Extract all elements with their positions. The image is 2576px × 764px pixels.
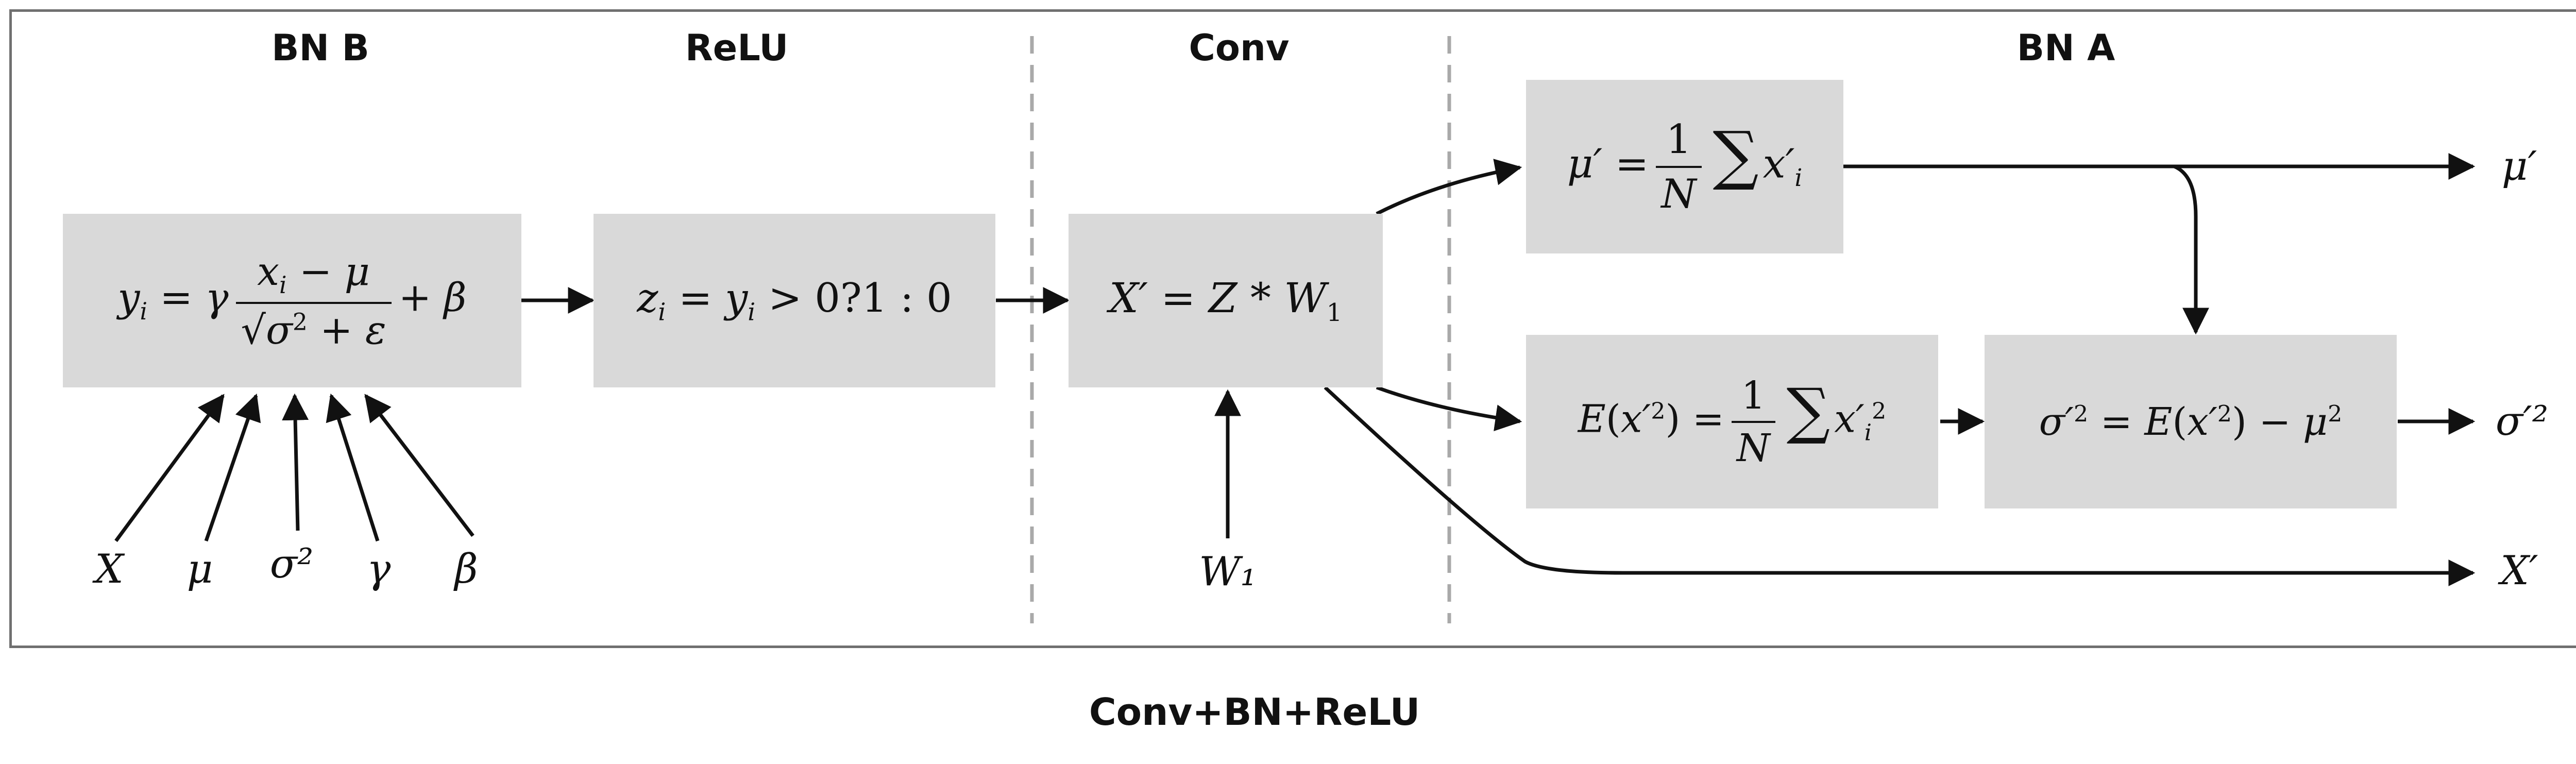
arrow-mean-to-variance xyxy=(2173,164,2209,335)
input-w1-label: W₁ xyxy=(1199,549,1257,595)
output-sigma-prime-sq-label: σ′² xyxy=(2495,398,2549,445)
section-title-bn-b: BN B xyxy=(272,27,369,69)
arrow-mu-to-bnb xyxy=(204,393,261,542)
variance-box: σ′2 = E(x′2) − μ2 xyxy=(1985,335,2397,508)
relu-box: zi = yi > 0?1 : 0 xyxy=(594,214,995,387)
diagram-caption: Conv+BN+ReLU xyxy=(1089,690,1420,734)
conv-box: X′ = Z * W1 xyxy=(1069,214,1383,387)
input-mu-label: μ xyxy=(187,546,213,592)
arrow-conv-to-xprime xyxy=(1324,386,2476,586)
variance-formula: σ′2 = E(x′2) − μ2 xyxy=(2039,399,2343,444)
section-title-bn-a: BN A xyxy=(2016,27,2115,69)
input-gamma-label: γ xyxy=(366,546,391,592)
output-x-prime-label: X′ xyxy=(2500,548,2538,594)
relu-formula: zi = yi > 0?1 : 0 xyxy=(637,275,952,327)
section-title-relu: ReLU xyxy=(685,27,789,69)
input-beta-label: β xyxy=(454,546,478,592)
conv-formula: X′ = Z * W1 xyxy=(1109,274,1343,327)
input-x-label: X xyxy=(95,546,124,592)
arrow-sigma-to-bnb xyxy=(282,393,309,531)
arrow-x-to-bnb xyxy=(114,394,225,542)
arrow-beta-to-bnb xyxy=(364,394,474,537)
arrow-gamma-to-bnb xyxy=(326,393,380,542)
arrow-conv-to-meansq xyxy=(1376,385,1522,431)
output-mu-prime-label: μ′ xyxy=(2501,143,2537,190)
section-title-conv: Conv xyxy=(1189,27,1290,69)
input-sigma-sq-label: σ² xyxy=(269,541,314,587)
arrow-conv-to-mean xyxy=(1376,159,1522,216)
